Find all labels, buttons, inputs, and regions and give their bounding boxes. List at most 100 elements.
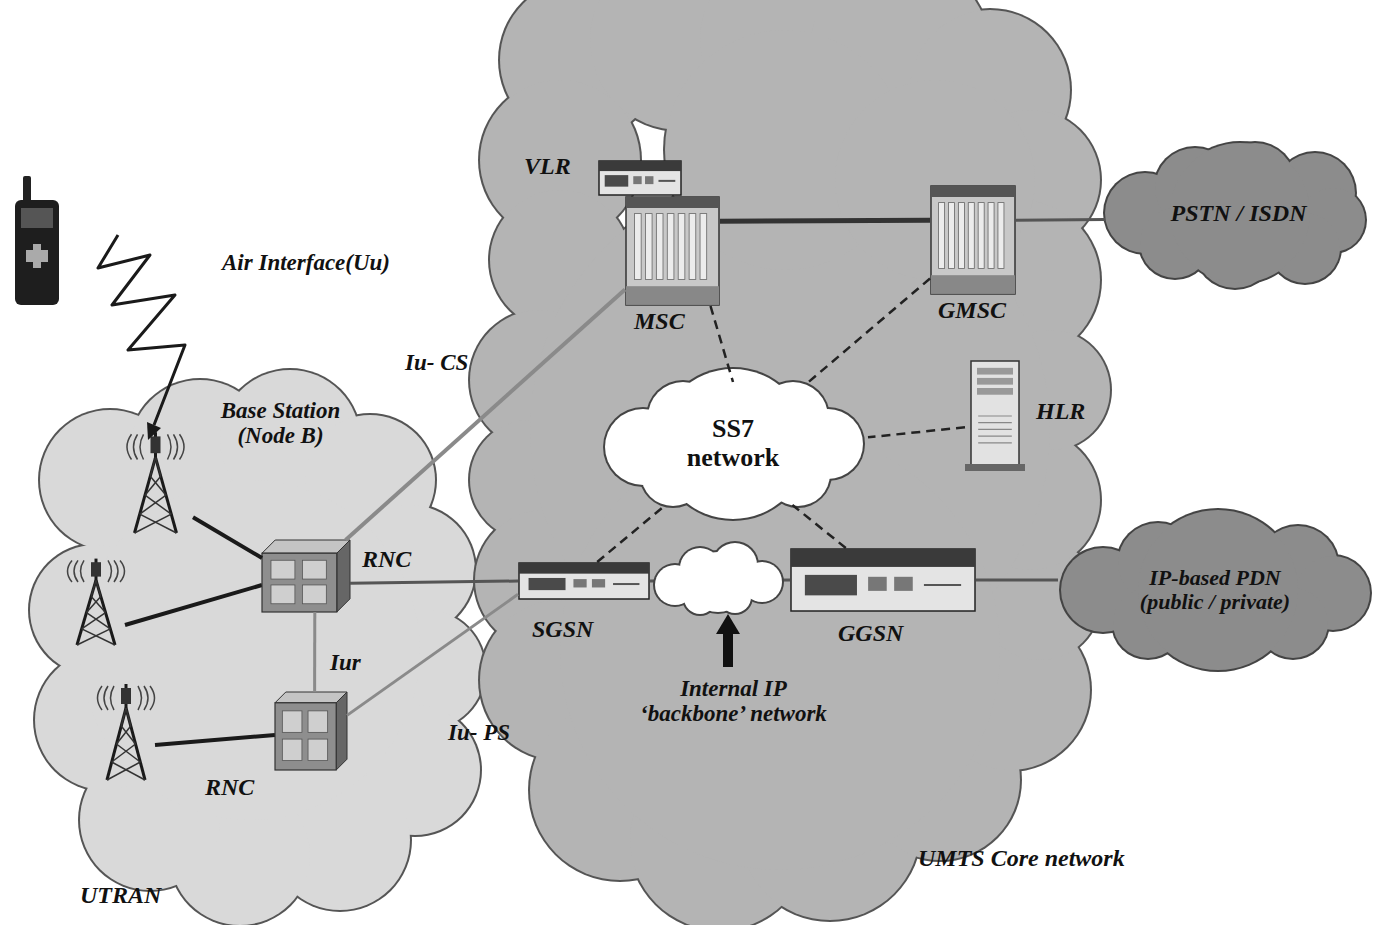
- drawing-part: [23, 176, 31, 208]
- region-label: UTRAN: [80, 882, 220, 908]
- drawing-part: [302, 585, 326, 604]
- drawing-part: [151, 436, 161, 453]
- drawing-part: [150, 457, 155, 476]
- text-holder: RNC: [362, 546, 442, 572]
- utran-cloud: UTRAN Base Station (Node B) RNC RNC: [40, 370, 475, 925]
- text-holder: SGSN: [532, 616, 632, 642]
- drawing-part: [977, 388, 1013, 395]
- drawing-part: [635, 214, 642, 280]
- text-holder: RNC: [205, 774, 285, 800]
- drawing-part: [978, 203, 984, 269]
- drawing-part: [116, 744, 140, 762]
- drawing-part: [689, 214, 696, 280]
- drawing-part: [138, 686, 142, 710]
- text-holder: HLR: [1036, 398, 1116, 424]
- drawing-part: [140, 434, 144, 459]
- text-holder: UMTS Core network: [918, 845, 1218, 871]
- drawing-part: [26, 250, 48, 262]
- cloud-outline: [40, 370, 475, 925]
- core-network-cloud: UMTS Core network VLR MSC GMSC HLR SS7 networ…: [485, 0, 1220, 925]
- drawing-part: [599, 161, 681, 195]
- drawing-part: [135, 514, 172, 533]
- equipment-label: RNC: [205, 774, 285, 800]
- interface-label: Iu- CS: [405, 350, 515, 375]
- equipment-label: GMSC: [938, 297, 1038, 323]
- drawing-part: [958, 203, 964, 269]
- msc-rack: MSC: [625, 196, 720, 306]
- base-station-towers: [40, 370, 475, 925]
- drawing-part: [33, 244, 41, 268]
- drawing-part: [599, 161, 681, 171]
- equipment-icon: [598, 160, 682, 196]
- equipment-label: SGSN: [532, 616, 632, 642]
- drawing-part: [126, 708, 145, 780]
- drawing-part: [91, 562, 101, 576]
- text-holder: VLR: [524, 153, 594, 179]
- equipment-icon: [625, 196, 720, 306]
- drawing-part: [700, 214, 707, 280]
- drawing-part: [948, 203, 954, 269]
- drawing-part: [988, 203, 994, 269]
- gmsc-rack: GMSC: [930, 185, 1016, 295]
- drawing-part: [174, 434, 178, 459]
- drawing-part: [104, 686, 108, 710]
- drawing-part: [613, 583, 639, 585]
- drawing-part: [678, 214, 685, 280]
- drawing-part: [977, 368, 1013, 375]
- drawing-part: [931, 186, 1015, 294]
- equipment-label: Base Station (Node B): [198, 398, 363, 449]
- drawing-part: [271, 560, 295, 579]
- text-holder: IP-based PDN (public / private): [1115, 566, 1315, 614]
- drawing-part: [656, 214, 663, 280]
- drawing-part: [519, 563, 649, 599]
- drawing-part: [939, 203, 945, 269]
- drawing-part: [978, 442, 1012, 443]
- drawing-part: [91, 580, 96, 596]
- drawing-part: [145, 495, 171, 514]
- drawing-part: [111, 686, 115, 710]
- drawing-part: [573, 579, 586, 587]
- drawing-part: [98, 686, 103, 710]
- drawing-part: [626, 197, 719, 305]
- text-holder: Iu- CS: [405, 350, 515, 375]
- drawing-part: [125, 585, 262, 625]
- drawing-part: [658, 180, 675, 182]
- text-holder: GGSN: [838, 620, 938, 646]
- annotation-label: Internal IP ‘backbone’ network: [626, 676, 841, 727]
- drawing-part: [791, 549, 975, 567]
- drawing-part: [21, 208, 53, 228]
- drawing-part: [868, 577, 887, 591]
- hlr-server: HLR: [965, 360, 1025, 472]
- drawing-part: [180, 434, 185, 459]
- drawing-part: [74, 560, 78, 582]
- drawing-part: [15, 200, 59, 305]
- drawing-part: [978, 436, 1012, 437]
- interface-label: Iu- PS: [448, 720, 558, 745]
- drawing-part: [271, 585, 295, 604]
- drawing-part: [978, 422, 1012, 423]
- drawing-part: [633, 176, 641, 184]
- drawing-part: [978, 429, 1012, 430]
- text-holder: SS7 network: [668, 415, 798, 472]
- rnc-box: RNC: [275, 692, 347, 770]
- region-label: UMTS Core network: [918, 845, 1218, 871]
- drawing-part: [626, 197, 719, 208]
- annotation-label: Air Interface(Uu): [222, 250, 482, 275]
- drawing-part: [145, 476, 161, 495]
- drawing-part: [894, 577, 913, 591]
- drawing-part: [262, 553, 337, 612]
- equipment-label: MSC: [634, 308, 714, 334]
- drawing-part: [275, 703, 336, 770]
- drawing-part: [965, 464, 1025, 471]
- drawing-part: [968, 203, 974, 269]
- network-link: [976, 579, 1058, 582]
- drawing-part: [112, 762, 145, 780]
- drawing-part: [121, 708, 126, 726]
- equipment-icon: [790, 548, 976, 612]
- drawing-part: [82, 629, 115, 645]
- equipment-label: GGSN: [838, 620, 938, 646]
- drawing-part: [282, 739, 302, 761]
- equipment-icon: [518, 562, 650, 600]
- drawing-part: [98, 235, 185, 425]
